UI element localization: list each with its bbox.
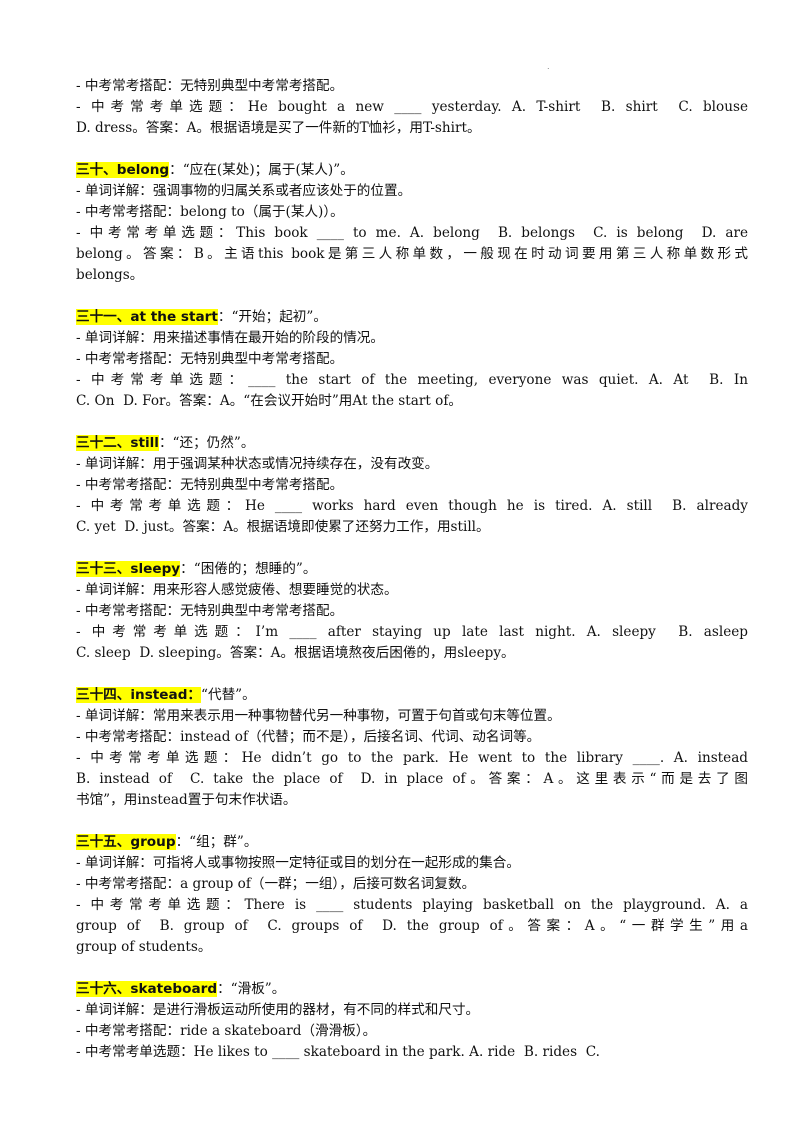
section-heading: 三十一、at the start：“开始；起初”。	[76, 307, 748, 328]
section-gap	[76, 412, 748, 433]
vocab-section: 三十三、sleepy：“困倦的；想睡的”。 - 单词详解：用来形容人感觉疲倦、想要…	[76, 559, 748, 664]
vocab-section: 三十二、still：“还；仍然”。 - 单词详解：用于强调某种状态或情况持续存在，…	[76, 433, 748, 538]
highlighted-term: 三十二、still	[76, 435, 159, 451]
term-meaning: ：“开始；起初”。	[217, 309, 327, 325]
document-page: - 中考常考搭配：无特别典型中考常考搭配。 - 中考常考单选题：He bough…	[76, 76, 748, 1063]
vocab-section: 三十一、at the start：“开始；起初”。 - 单词详解：用来描述事情在最…	[76, 307, 748, 412]
text-line: - 单词详解：用来形容人感觉疲倦、想要睡觉的状态。	[76, 582, 398, 598]
text-line: - 中考常考单选题：He ____ works hard even though…	[76, 498, 748, 514]
vocab-sections: 三十、belong：“应在(某处)；属于(某人)”。 - 单词详解：强调事物的归属…	[76, 139, 748, 1063]
text-line: - 中考常考单选题：He bought a new ____ yesterday…	[76, 99, 748, 115]
text-line: - 中考常考搭配：无特别典型中考常考搭配。	[76, 477, 344, 493]
text-line: - 中考常考搭配：无特别典型中考常考搭配。	[76, 351, 344, 367]
text-line: - 中考常考单选题：There is ____ students playing…	[76, 897, 748, 913]
text-line: - 中考常考单选题：He likes to ____ skateboard in…	[76, 1044, 600, 1060]
text-line: - 单词详解：强调事物的归属关系或者应该处于的位置。	[76, 183, 412, 199]
text-line: - 单词详解：用于强调某种状态或情况持续存在，没有改变。	[76, 456, 439, 472]
text-line: - 中考常考搭配：a group of（一群；一组），后接可数名词复数。	[76, 876, 476, 892]
text-line: - 中考常考搭配：ride a skateboard（滑滑板）。	[76, 1023, 377, 1039]
highlighted-term: 三十六、skateboard	[76, 981, 218, 997]
text-line: - 中考常考单选题：This book ____ to me. A. belon…	[76, 225, 748, 241]
text-line: - 单词详解：用来描述事情在最开始的阶段的情况。	[76, 330, 384, 346]
term-meaning: ：“困倦的；想睡的”。	[180, 561, 317, 577]
text-line: - 中考常考搭配：无特别典型中考常考搭配。	[76, 603, 344, 619]
text-line: - 中考常考单选题：____ the start of the meeting,…	[76, 372, 748, 388]
text-line: belong。答案：B。主语this book是第三人称单数，一般现在时动词要用…	[76, 246, 748, 262]
text-line: C. yet D. just。答案：A。根据语境即使累了还努力工作，用still…	[76, 519, 490, 535]
text-line: C. On D. For。答案：A。“在会议开始时”用At the start …	[76, 393, 462, 409]
text-line: 书馆”，用instead置于句末作状语。	[76, 792, 297, 808]
section-gap	[76, 139, 748, 160]
vocab-section: 三十四、instead：“代替”。 - 单词详解：常用来表示用一种事物替代另一种事…	[76, 685, 748, 811]
vocab-section: 三十、belong：“应在(某处)；属于(某人)”。 - 单词详解：强调事物的归属…	[76, 160, 748, 286]
text-line: group of students。	[76, 939, 212, 955]
text-line: - 中考常考搭配：belong to（属于(某人)）。	[76, 204, 344, 220]
term-meaning: ：“还；仍然”。	[158, 435, 255, 451]
text-line: C. sleep D. sleeping。答案：A。根据语境熬夜后困倦的，用sl…	[76, 645, 515, 661]
section-gap	[76, 538, 748, 559]
text-line: - 单词详解：是进行滑板运动所使用的器材，有不同的样式和尺寸。	[76, 1002, 480, 1018]
term-meaning: ：“滑板”。	[217, 981, 286, 997]
text-line: - 中考常考单选题：I’m ____ after staying up late…	[76, 624, 748, 640]
highlighted-term: 三十一、at the start	[76, 309, 218, 325]
text-line: D. dress。答案：A。根据语境是买了一件新的T恤衫，用T-shirt。	[76, 120, 481, 136]
section-gap	[76, 664, 748, 685]
section-heading: 三十四、instead：“代替”。	[76, 685, 748, 706]
highlighted-term: 三十四、instead：	[76, 687, 202, 703]
vocab-section: 三十六、skateboard：“滑板”。 - 单词详解：是进行滑板运动所使用的器材…	[76, 979, 748, 1063]
text-line: - 中考常考搭配：无特别典型中考常考搭配。	[76, 78, 344, 94]
text-line: - 中考常考单选题：He didn’t go to the park. He w…	[76, 750, 748, 766]
section-heading: 三十二、still：“还；仍然”。	[76, 433, 748, 454]
section-gap	[76, 286, 748, 307]
top-block: - 中考常考搭配：无特别典型中考常考搭配。 - 中考常考单选题：He bough…	[76, 76, 748, 139]
text-line: belongs。	[76, 267, 144, 283]
text-line: group of B. group of C. groups of D. the…	[76, 918, 748, 934]
text-line: - 单词详解：可指将人或事物按照一定特征或目的划分在一起形成的集合。	[76, 855, 520, 871]
text-line: - 中考常考搭配：instead of（代替；而不是），后接名词、代词、动名词等…	[76, 729, 541, 745]
highlighted-term: 三十、belong	[76, 162, 170, 178]
section-heading: 三十、belong：“应在(某处)；属于(某人)”。	[76, 160, 748, 181]
highlighted-term: 三十三、sleepy	[76, 561, 181, 577]
section-heading: 三十六、skateboard：“滑板”。	[76, 979, 748, 1000]
vocab-section: 三十五、group：“组；群”。 - 单词详解：可指将人或事物按照一定特征或目的划…	[76, 832, 748, 958]
section-gap	[76, 811, 748, 832]
text-line: B. instead of C. take the place of D. in…	[76, 771, 748, 787]
term-meaning: “代替”。	[201, 687, 256, 703]
text-line: - 单词详解：常用来表示用一种事物替代另一种事物，可置于句首或句末等位置。	[76, 708, 561, 724]
section-heading: 三十五、group：“组；群”。	[76, 832, 748, 853]
section-heading: 三十三、sleepy：“困倦的；想睡的”。	[76, 559, 748, 580]
highlighted-term: 三十五、group	[76, 834, 176, 850]
term-meaning: ：“组；群”。	[175, 834, 258, 850]
term-meaning: ：“应在(某处)；属于(某人)”。	[169, 162, 354, 178]
stray-mark: .	[547, 62, 550, 71]
section-gap	[76, 958, 748, 979]
